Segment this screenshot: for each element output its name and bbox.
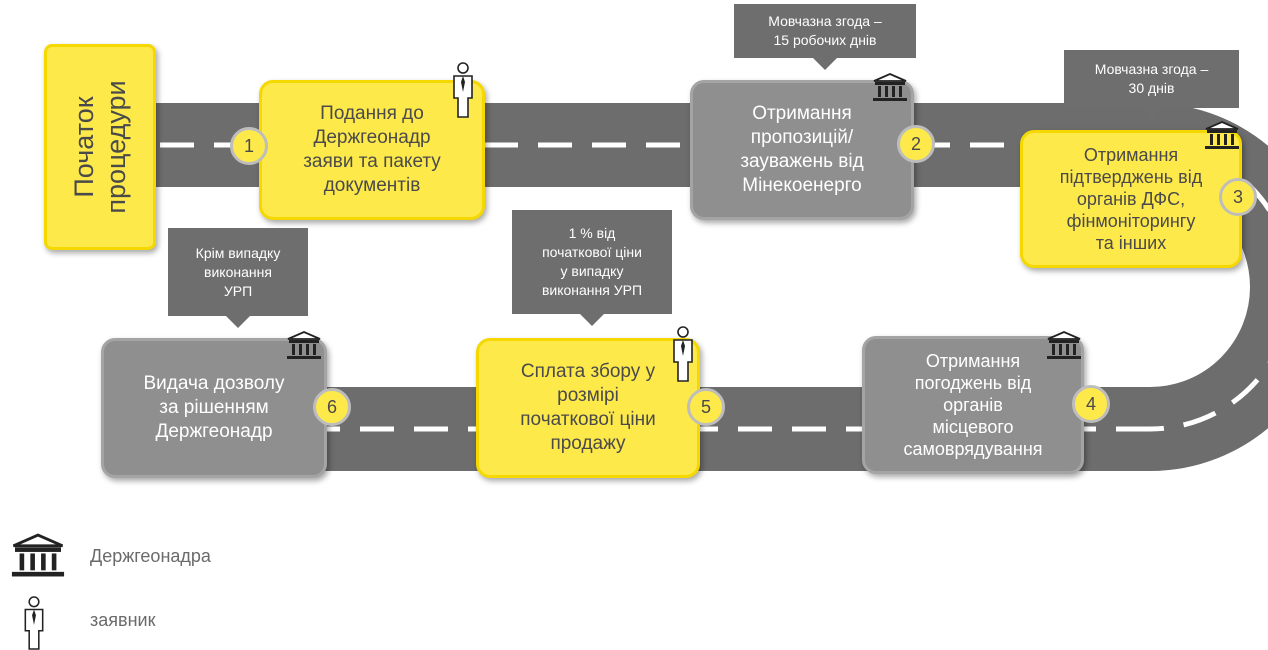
building-icon xyxy=(1047,331,1081,359)
callout-30-days: Мовчазна згода – 30 днів xyxy=(1064,50,1239,120)
step-6-text: Видача дозволу за рішенням Держгеонадр xyxy=(143,373,285,442)
step-5-text: Сплата збору у розмірі початкової ціни п… xyxy=(520,361,656,454)
step-4-number: 4 xyxy=(1072,385,1110,423)
legend-person-icon xyxy=(24,596,44,650)
step-4-text: Отримання погоджень від органів місцевог… xyxy=(903,351,1043,459)
step-3-number: 3 xyxy=(1219,178,1257,216)
person-icon xyxy=(453,62,473,118)
step-1-box: Подання до Держгеонадр заяви та пакету д… xyxy=(259,80,485,220)
building-icon xyxy=(287,331,321,359)
person-icon xyxy=(673,326,693,382)
step-5-number: 5 xyxy=(687,388,725,426)
step-3-box: Отримання підтверджень від органів ДФС, … xyxy=(1020,130,1242,268)
step-2-number: 2 xyxy=(897,125,935,163)
step-2-box: Отримання пропозицій/ зауважень від Міне… xyxy=(690,80,914,220)
step-6-box: Видача дозволу за рішенням Держгеонадр xyxy=(101,338,327,478)
legend-label-derzhgeonadra: Держгеонадра xyxy=(90,546,211,566)
callout-15-days: Мовчазна згода – 15 робочих днів xyxy=(734,4,916,70)
step-1-text: Подання до Держгеонадр заяви та пакету д… xyxy=(303,103,441,196)
building-icon xyxy=(873,73,907,101)
callout-1-percent: 1 % від початкової ціни у випадку викона… xyxy=(512,210,672,326)
legend-label-applicant: заявник xyxy=(90,610,156,630)
start-box: Початок процедури xyxy=(44,44,156,250)
callout-urp-exception: Крім випадку виконання УРП xyxy=(168,228,308,328)
step-2-text: Отримання пропозицій/ зауважень від Міне… xyxy=(740,103,864,196)
building-icon xyxy=(1205,121,1239,149)
step-3-text: Отримання підтверджень від органів ДФС, … xyxy=(1059,145,1203,253)
step-6-number: 6 xyxy=(313,388,351,426)
step-5-box: Сплата збору у розмірі початкової ціни п… xyxy=(476,338,700,478)
step-1-number: 1 xyxy=(230,127,268,165)
legend-building-icon xyxy=(11,533,65,577)
start-label: Початок процедури xyxy=(69,80,131,214)
